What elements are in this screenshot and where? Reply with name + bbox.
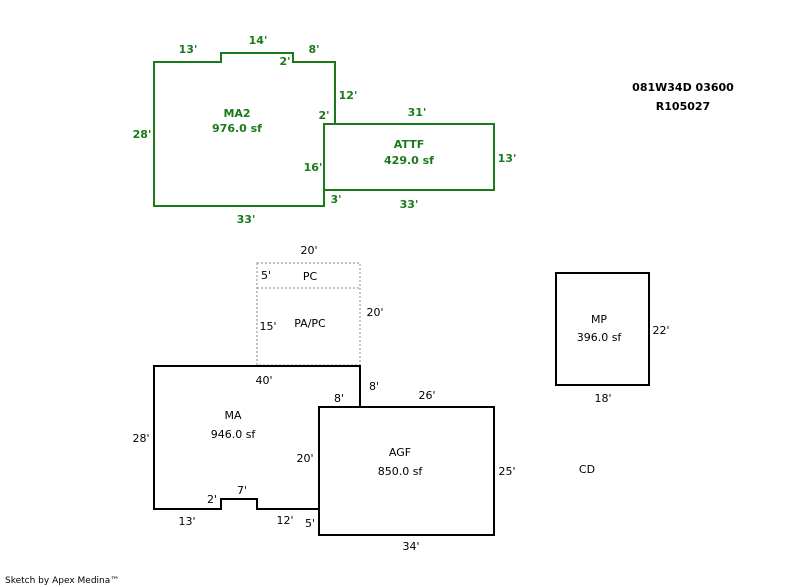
dim-ma-notch-top: 7' bbox=[237, 484, 247, 497]
dim-attf-bottom: 33' bbox=[400, 198, 419, 211]
dim-agf-step: 8' bbox=[334, 392, 344, 405]
dim-ma-right-upper: 8' bbox=[369, 380, 379, 393]
dim-ma-bottom-left: 13' bbox=[178, 515, 195, 528]
agf-area: 850.0 sf bbox=[378, 465, 424, 478]
ma2-label: MA2 bbox=[223, 107, 250, 120]
dim-ma-bottom-right: 12' bbox=[276, 514, 293, 527]
dim-upper-notch-left: 2' bbox=[279, 55, 290, 68]
mp-area: 396.0 sf bbox=[577, 331, 623, 344]
dim-agf-bottom: 34' bbox=[402, 540, 419, 553]
parcel-id: 081W34D 03600 bbox=[632, 81, 734, 94]
dim-upper-top-left: 13' bbox=[179, 43, 198, 56]
dim-upper-right-upper: 12' bbox=[339, 89, 358, 102]
dim-pc-left: 5' bbox=[261, 269, 271, 282]
dim-mp-right: 22' bbox=[652, 324, 669, 337]
dim-upper-top-mid: 14' bbox=[249, 34, 268, 47]
dim-ma-left: 28' bbox=[132, 432, 149, 445]
dim-agf-top: 26' bbox=[418, 389, 435, 402]
dim-ma-notch-left: 2' bbox=[207, 493, 217, 506]
dim-papc-right: 20' bbox=[366, 306, 383, 319]
dim-pc-top: 20' bbox=[300, 244, 317, 257]
ma2-outline bbox=[153, 52, 336, 207]
dim-upper-left: 28' bbox=[133, 128, 152, 141]
agf-outline bbox=[318, 406, 495, 536]
ma-area: 946.0 sf bbox=[211, 428, 257, 441]
dim-ma-top: 40' bbox=[255, 374, 272, 387]
account-number: R105027 bbox=[656, 100, 710, 113]
papc-label: PA/PC bbox=[294, 317, 326, 330]
mp-label: MP bbox=[591, 313, 607, 326]
attf-area: 429.0 sf bbox=[384, 154, 434, 167]
ma-outline bbox=[153, 365, 361, 510]
dim-agf-left: 20' bbox=[296, 452, 313, 465]
pc-label: PC bbox=[303, 270, 318, 283]
dim-ma2-lower-right: 16' bbox=[304, 161, 323, 174]
dim-attf-bottom-left: 3' bbox=[330, 193, 341, 206]
dim-papc-left: 15' bbox=[259, 320, 276, 333]
attf-label: ATTF bbox=[394, 138, 424, 151]
ma-label: MA bbox=[224, 409, 241, 422]
dim-agf-bottom-left: 5' bbox=[305, 517, 315, 530]
attf-outline bbox=[323, 123, 495, 191]
dim-upper-top-right: 8' bbox=[308, 43, 319, 56]
mp-outline bbox=[555, 272, 650, 386]
cd-label: CD bbox=[579, 463, 595, 476]
dim-attf-right: 13' bbox=[498, 152, 517, 165]
dim-agf-right: 25' bbox=[498, 465, 515, 478]
ma2-area: 976.0 sf bbox=[212, 122, 262, 135]
dim-upper-bottom: 33' bbox=[237, 213, 256, 226]
dim-upper-step: 2' bbox=[318, 109, 329, 122]
dim-mp-bottom: 18' bbox=[594, 392, 611, 405]
dim-attf-top: 31' bbox=[408, 106, 427, 119]
sketch-credit: Sketch by Apex Medina™ bbox=[5, 576, 119, 586]
agf-label: AGF bbox=[389, 446, 411, 459]
